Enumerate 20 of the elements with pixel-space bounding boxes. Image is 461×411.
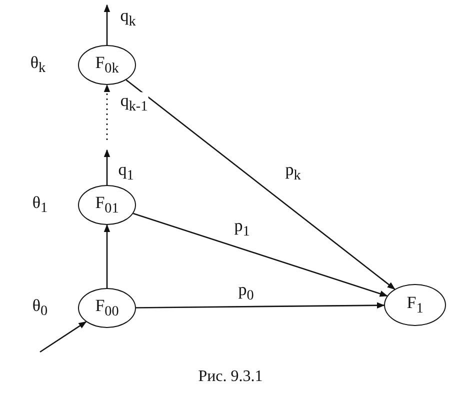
arrow [136,302,385,309]
state-ellipse [78,288,136,328]
node-label: F$_{01}$ [95,192,119,218]
arrow [133,212,388,297]
state-ellipse [78,185,136,225]
node-label: F$_{0k}$ [95,52,119,78]
arrow [126,79,396,290]
parameter-label: θ$_{k}$ [30,52,46,78]
arrow [104,4,110,45]
node-label: F$_{00}$ [95,296,119,320]
parameter-label: θ$_{1}$ [32,192,48,218]
arrow [104,224,110,288]
state-ellipse [384,284,446,326]
figure-caption: Рис. 9.3.1 [197,368,264,386]
node-label: F$_{1}$ [406,292,424,318]
state-ellipse [78,45,136,85]
arrow [40,321,87,353]
arrow [104,149,110,185]
parameter-label: θ$_{0}$ [32,296,48,320]
arrow [104,84,110,140]
